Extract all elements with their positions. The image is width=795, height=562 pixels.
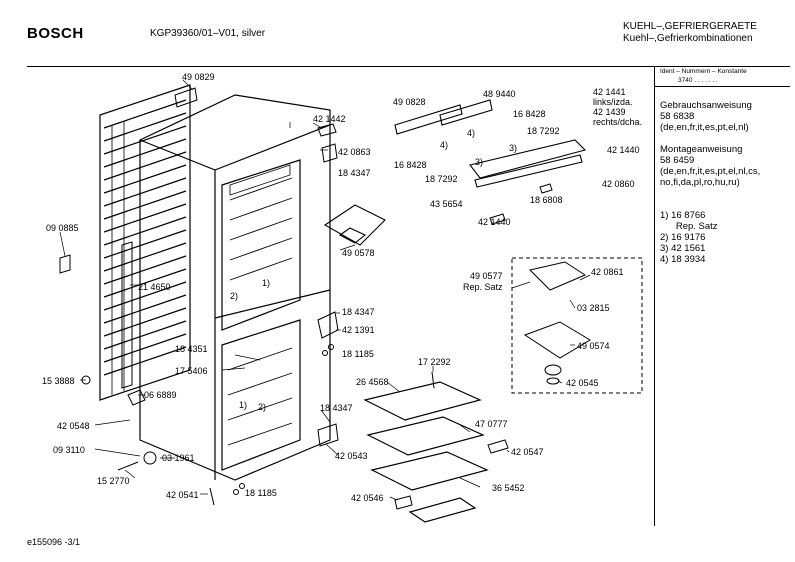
footnote-marker: 1) — [239, 400, 248, 410]
footnote-marker: 2) — [258, 402, 267, 412]
part-label: 49 0578 — [342, 248, 375, 258]
part-label: 15 3888 — [42, 376, 75, 386]
manual-2-languages: (de,en,fr,it,es,pt,el,nl,cs, — [660, 166, 761, 177]
part-label: 49 0828 — [393, 97, 426, 107]
footnote-marker: 1) — [262, 278, 271, 288]
part-label: 42 0541 — [166, 490, 199, 500]
part-label: 18 7292 — [527, 126, 560, 136]
kit-box-drawing — [511, 257, 643, 394]
part-label: 18 4347 — [338, 168, 371, 178]
part-label: 26 4568 — [356, 377, 389, 387]
ident-value: 3740 . . . . . . . — [678, 77, 718, 84]
brand-logo: BOSCH — [27, 25, 84, 42]
notes: 1) 16 8766 Rep. Satz 2) 16 9176 3) 42 15… — [660, 210, 718, 265]
ident-title: Ident – Nummern – Konstante — [660, 68, 747, 75]
part-label: rechts/dcha. — [593, 117, 643, 127]
manual-2-number: 58 6459 — [660, 155, 695, 166]
model-number: KGP39360/01–V01, silver — [150, 28, 266, 39]
part-label: Rep. Satz — [463, 282, 503, 292]
part-label: 48 9440 — [483, 89, 516, 99]
part-label: 18 7292 — [425, 174, 458, 184]
manual-2-languages-cont: no,fi,da,pl,ro,hu,ru) — [660, 177, 740, 188]
part-label: 18 4347 — [320, 403, 353, 413]
note-3: 3) 42 1561 — [660, 243, 706, 254]
cabinet-drawing — [139, 94, 331, 481]
part-label: 42 0546 — [351, 493, 384, 503]
manual-2: Montageanweisung 58 6459 (de,en,fr,it,es… — [660, 144, 760, 188]
part-label: 18 1185 — [245, 488, 277, 498]
part-label: 42 0861 — [591, 267, 624, 277]
ident-rule — [654, 86, 790, 87]
part-label: 18 1185 — [342, 349, 374, 359]
part-label: 36 5452 — [492, 483, 525, 493]
header-rule — [27, 66, 790, 67]
leader-lines-drawing — [59, 79, 591, 501]
footnote-marker: 4) — [440, 140, 449, 150]
part-label: 09 0885 — [46, 223, 79, 233]
freezer-drawers-drawing — [363, 381, 489, 523]
part-label: 06 6889 — [144, 390, 177, 400]
part-label: 42 0547 — [511, 447, 544, 457]
part-label: 49 0577 — [470, 271, 503, 281]
part-label: 03 1961 — [162, 453, 195, 463]
sidebar-rule — [654, 66, 655, 526]
part-label: 18 4347 — [342, 307, 375, 317]
part-label: 47 0777 — [475, 419, 508, 429]
condenser-coil-drawing — [99, 84, 191, 401]
part-label: 42 0543 — [335, 451, 368, 461]
part-label: 42 1440 — [478, 217, 511, 227]
part-label: 42 1442 — [313, 114, 346, 124]
small-parts-drawing — [59, 87, 553, 510]
category-line-2: Kuehl–,Gefrierkombinationen — [623, 33, 753, 44]
part-label: 42 1391 — [342, 325, 375, 335]
part-label: 17 5406 — [175, 366, 208, 376]
part-label: 09 3110 — [53, 445, 85, 455]
part-label: 42 1441 — [593, 87, 626, 97]
part-label: 49 0574 — [577, 341, 610, 351]
part-label: 42 0548 — [57, 421, 90, 431]
manual-1-languages: (de,en,fr,it,es,pt,el,nl) — [660, 122, 749, 133]
footnote-marker: 4) — [467, 128, 476, 138]
manual-2-title: Montageanweisung — [660, 144, 743, 155]
part-label: 18 6808 — [530, 195, 563, 205]
footnote-marker: 2) — [230, 291, 239, 301]
part-label: 16 8428 — [513, 109, 546, 119]
part-label: 18 4351 — [175, 344, 208, 354]
part-label: 16 8428 — [394, 160, 427, 170]
part-label: 15 2770 — [97, 476, 130, 486]
manual-1-number: 58 6838 — [660, 111, 695, 122]
footer-code: e155096 -3/1 — [27, 537, 81, 547]
part-label: 43 5654 — [430, 199, 463, 209]
part-label: 03 2815 — [577, 303, 610, 313]
part-label: 49 0829 — [182, 72, 215, 82]
footnote-marker: 3) — [475, 157, 484, 167]
part-label: 42 0545 — [566, 378, 599, 388]
manual-1-title: Gebrauchsanweisung — [660, 100, 752, 111]
part-label: 42 1439 — [593, 107, 626, 117]
note-4: 4) 18 3934 — [660, 254, 706, 265]
kit-parts-drawing — [523, 261, 591, 385]
note-2: 2) 16 9176 — [660, 232, 706, 243]
part-label: 42 0863 — [338, 147, 371, 157]
part-label: 42 1440 — [607, 145, 640, 155]
part-label: links/izda. — [593, 97, 633, 107]
part-label: 21 4650 — [138, 282, 171, 292]
footnote-marker: 3) — [509, 143, 518, 153]
part-label: 17 2292 — [418, 357, 451, 367]
part-label: 42 0860 — [602, 179, 635, 189]
control-panel-drawing — [394, 99, 587, 188]
manual-1: Gebrauchsanweisung 58 6838 (de,en,fr,it,… — [660, 100, 752, 133]
note-1-sub: Rep. Satz — [660, 221, 718, 232]
category-line-1: KUEHL–,GEFRIERGERAETE — [623, 21, 757, 32]
note-1: 1) 16 8766 — [660, 210, 706, 221]
fan-assembly-drawing — [323, 204, 386, 246]
